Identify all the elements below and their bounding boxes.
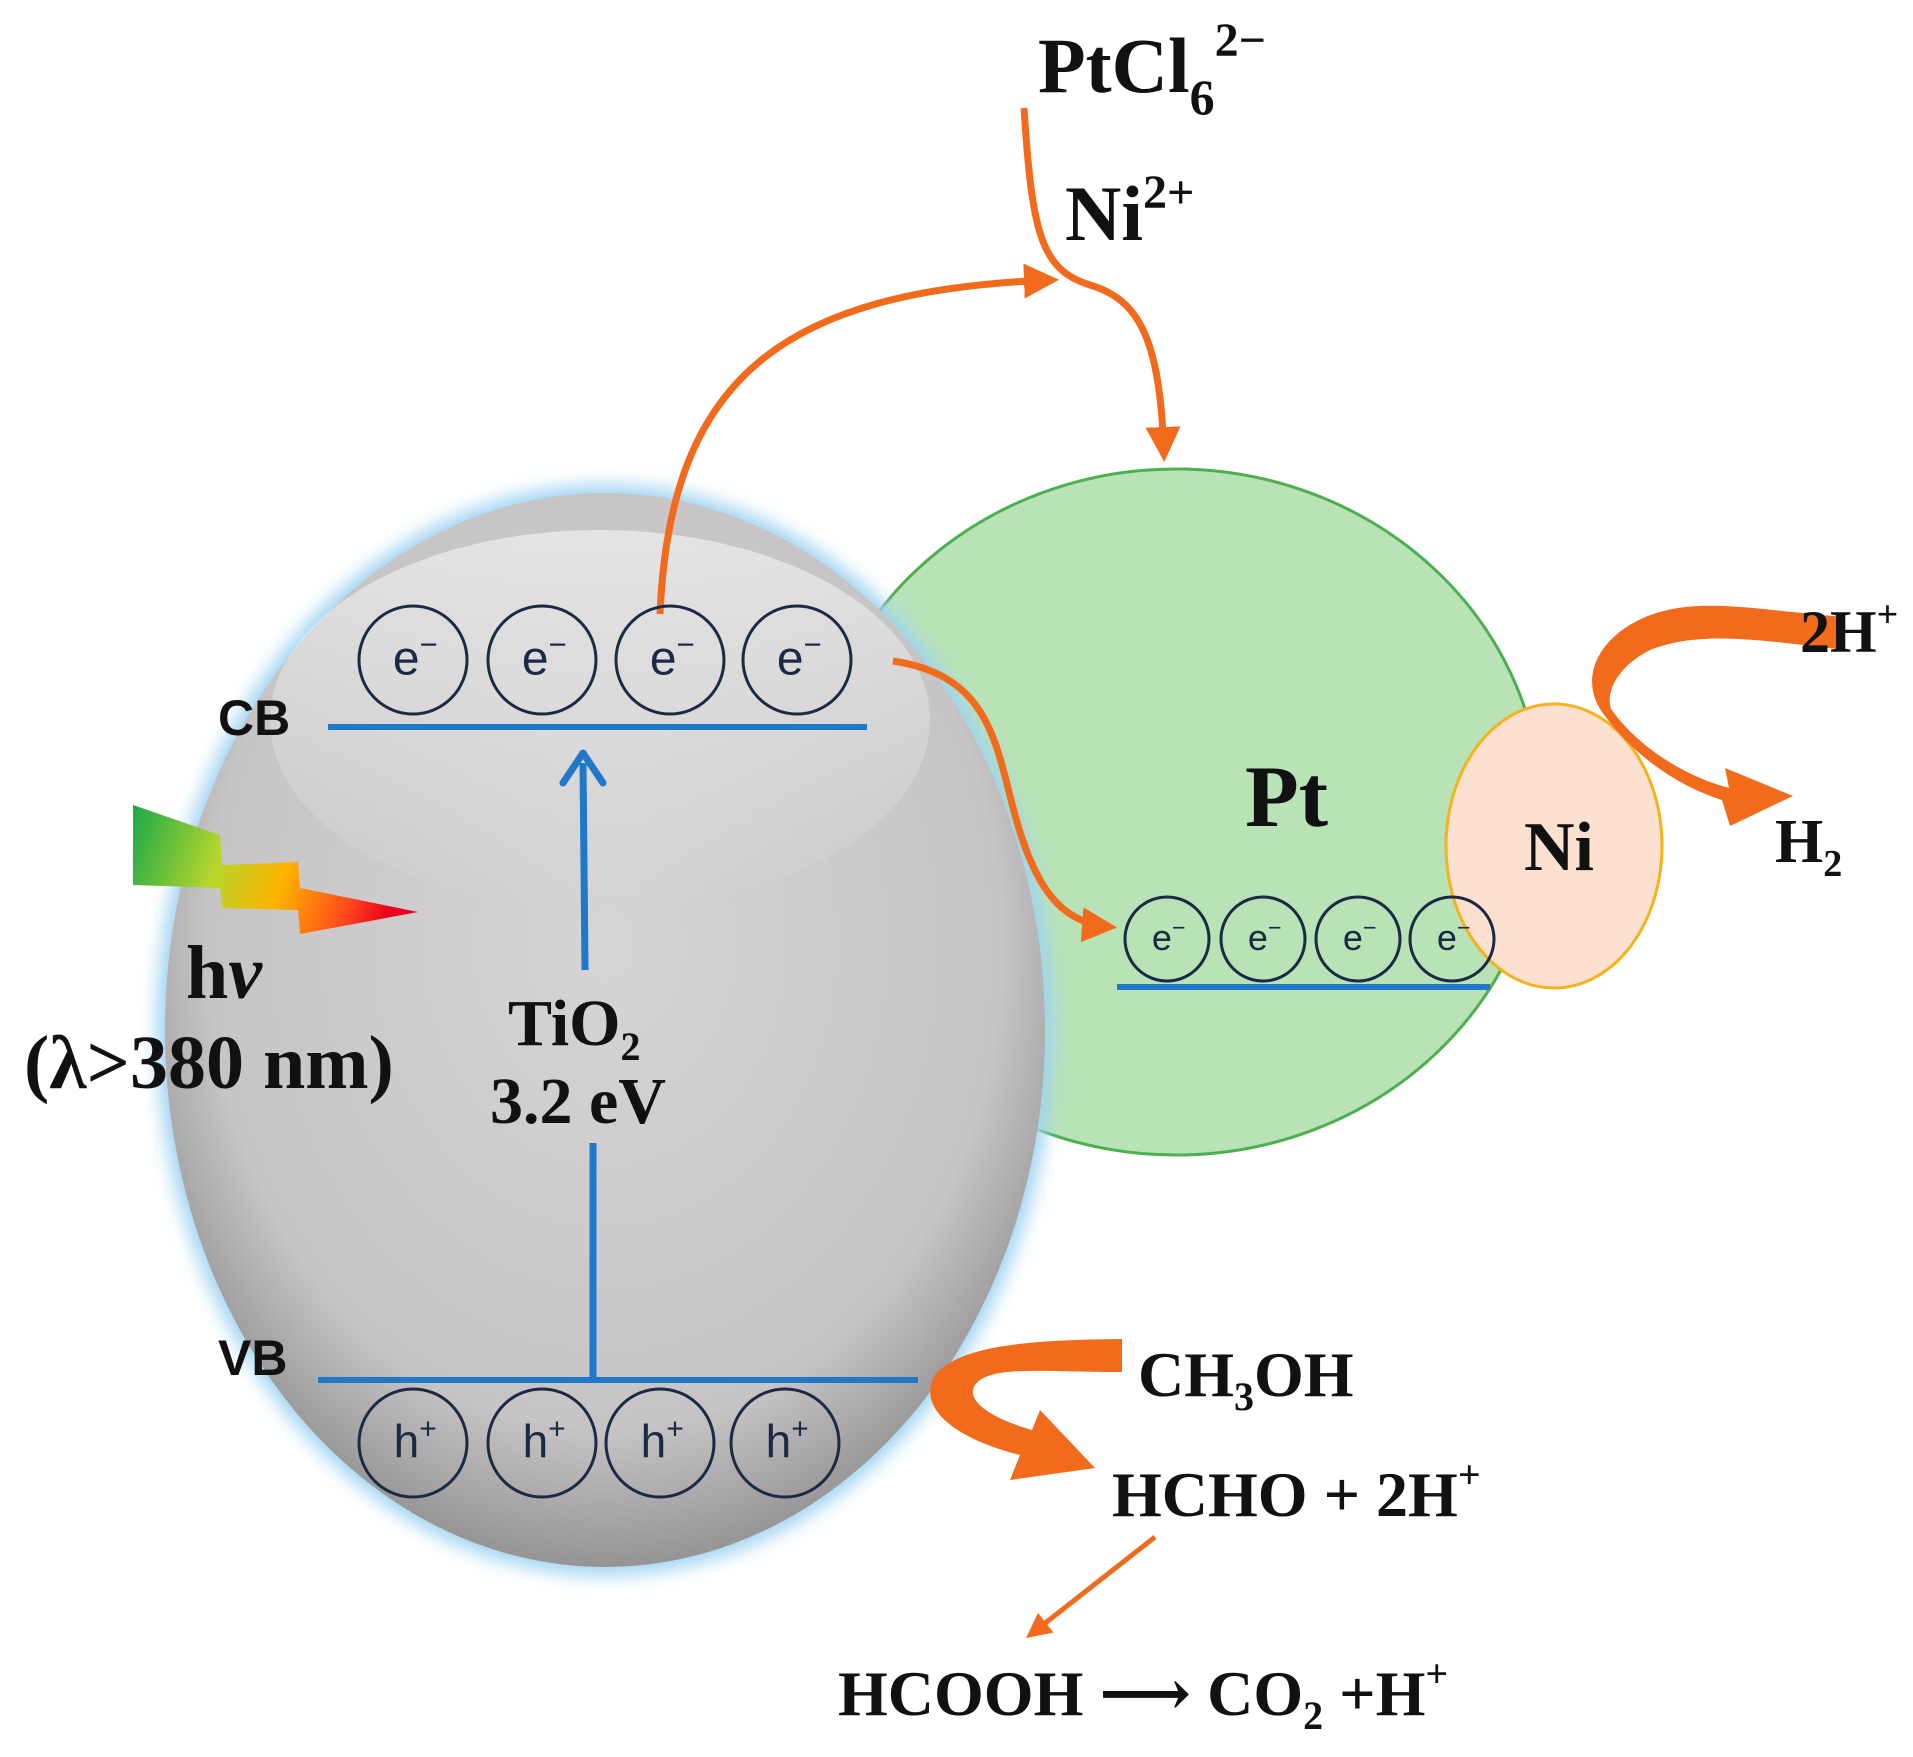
electron-circle bbox=[741, 604, 853, 716]
hole-label: h+ bbox=[641, 1412, 684, 1466]
hole-label: h+ bbox=[766, 1412, 809, 1466]
ions-path-arrow bbox=[1020, 107, 1181, 462]
h2-evolution-arrow bbox=[1592, 605, 1845, 712]
electron-label: e− bbox=[393, 627, 438, 685]
pt-electron-circle bbox=[1314, 895, 1402, 983]
electron-transfer-arrow-to-ions bbox=[656, 263, 1059, 615]
light-beam-icon bbox=[133, 805, 418, 934]
pt-electron-label: e− bbox=[1437, 914, 1471, 957]
band-gap-label: 3.2 eV bbox=[490, 1065, 666, 1138]
pt-electrons: e− e− e− e− bbox=[1123, 895, 1496, 983]
two-h-plus-top-label: 2H+ bbox=[1800, 594, 1898, 665]
methanol-oxidation-arrow bbox=[930, 1339, 1122, 1480]
pt-electron-circle bbox=[1219, 895, 1307, 983]
pt-electron-circle bbox=[1123, 895, 1211, 983]
cb-electrons: e− e− e− e− bbox=[357, 604, 853, 716]
ptcl6-label: PtCl62− bbox=[1038, 14, 1266, 125]
hole-label: h+ bbox=[394, 1412, 437, 1466]
methanol-oxidation-path-arrow bbox=[1026, 1535, 1157, 1639]
h2-evolution-arrow-head bbox=[1602, 709, 1793, 826]
vb-label: VB bbox=[218, 1330, 287, 1386]
pt-label: Pt bbox=[1245, 749, 1328, 846]
tio2-label: TiO2 bbox=[508, 987, 641, 1069]
pt-electron-label: e− bbox=[1152, 914, 1186, 957]
hcho-label: HCHO + 2H+ bbox=[1112, 1452, 1481, 1530]
hole-circle bbox=[729, 1387, 841, 1499]
excitation-arrow bbox=[559, 749, 607, 1380]
ch3oh-label: CH3OH bbox=[1138, 1339, 1354, 1419]
ni-label: Ni bbox=[1524, 809, 1594, 886]
ni-particle bbox=[1444, 702, 1664, 990]
hole-circle bbox=[486, 1387, 598, 1499]
electron-circle bbox=[486, 604, 598, 716]
electron-label: e− bbox=[522, 627, 567, 685]
pt-electron-circle bbox=[1408, 895, 1496, 983]
electron-label: e− bbox=[650, 627, 695, 685]
ni2-label: Ni2+ bbox=[1065, 166, 1194, 257]
electron-label: e− bbox=[777, 627, 822, 685]
h2-label: H2 bbox=[1775, 808, 1842, 885]
hcooh-label: HCOOH ⟶ CO2 +H+ bbox=[838, 1651, 1448, 1738]
hole-circle bbox=[604, 1387, 716, 1499]
vb-holes: h+ h+ h+ h+ bbox=[357, 1387, 841, 1499]
hv-label: hν bbox=[186, 931, 263, 1015]
electron-circle bbox=[614, 604, 726, 716]
cb-label: CB bbox=[218, 690, 290, 746]
tio2-particle bbox=[157, 485, 1053, 1575]
hole-label: h+ bbox=[523, 1412, 566, 1466]
electron-transfer-arrow-to-pt bbox=[892, 657, 1117, 943]
pt-electron-label: e− bbox=[1343, 914, 1377, 957]
pt-electron-label: e− bbox=[1248, 914, 1282, 957]
hole-circle bbox=[357, 1387, 469, 1499]
electron-circle bbox=[357, 604, 469, 716]
wavelength-label: (λ>380 nm) bbox=[24, 1021, 394, 1105]
